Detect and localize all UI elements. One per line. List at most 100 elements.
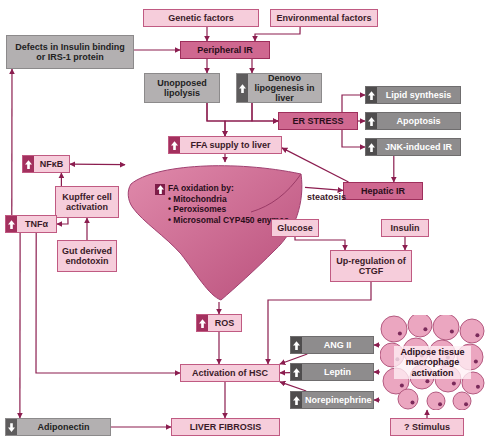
process-box: ROS: [196, 314, 242, 332]
arrow-icon-glyph: [157, 185, 164, 194]
cell-nucleus: [411, 401, 415, 405]
arrow-icon-path: [199, 319, 206, 328]
arrow-icon: [366, 87, 377, 103]
arrow-icon-glyph: [8, 423, 15, 432]
arrow-icon: [6, 419, 17, 435]
process-box: ? Stimulus: [390, 418, 464, 436]
text-column: Activation of HSC: [181, 365, 279, 381]
connector: [393, 156, 394, 182]
cell-nucleus: [476, 385, 480, 389]
fat-cell: [398, 389, 418, 409]
arrow-icon-path: [157, 185, 164, 194]
process-box: FFA supply to liver: [168, 136, 282, 154]
process-box: Activation of HSC: [180, 364, 280, 382]
connector: [19, 233, 20, 418]
process-box: Genetic factors: [143, 9, 259, 27]
arrow-icon-path: [368, 91, 375, 100]
arrow-icon: [366, 139, 377, 155]
node-text: Kupffer cell activation: [59, 192, 115, 212]
connector: [251, 59, 252, 73]
connector: [342, 95, 365, 112]
node-text: Gut derived endotoxin: [61, 246, 113, 266]
connector: [255, 27, 300, 41]
text-column: Up-regulation of CTGF: [331, 251, 411, 281]
process-box: Insulin: [381, 219, 429, 237]
connector: [374, 344, 380, 345]
connector: [404, 237, 405, 250]
connector: [305, 187, 343, 190]
fat-cell: [453, 392, 471, 410]
arrow-icon-glyph: [368, 117, 375, 126]
connector: [252, 103, 278, 121]
connector: [342, 130, 365, 147]
node-text: Environmental factors: [276, 13, 371, 23]
arrow-icon: [6, 216, 17, 232]
arrow-icon: [291, 337, 302, 353]
edge-label: steatosis: [307, 192, 346, 202]
fat-cell: [408, 315, 432, 337]
node-text: Activation of HSC: [192, 368, 268, 378]
process-box: Norepinephrine: [290, 391, 374, 409]
node-text: Glucose: [277, 223, 313, 233]
process-box: Unopposed lipolysis: [144, 73, 220, 103]
text-column: Norepinephrine: [302, 392, 375, 408]
process-box: Leptin: [290, 363, 374, 381]
node-text: Insulin: [391, 223, 420, 233]
node-text: Adipose tissue macrophage activation: [394, 346, 471, 378]
arrow-icon-path: [8, 423, 15, 432]
connector: [61, 173, 62, 186]
node-text: ER STRESS: [292, 116, 343, 126]
connector: [57, 218, 68, 224]
connector: [134, 49, 180, 50]
arrow-icon-glyph: [293, 396, 300, 405]
process-box: TNFα: [5, 215, 57, 233]
text-column: Adipose tissue macrophage activation: [380, 315, 485, 410]
text-column: Apoptosis: [377, 113, 460, 129]
connector: [374, 399, 380, 400]
arrow-icon-glyph: [293, 368, 300, 377]
node-text: Leptin: [324, 367, 351, 377]
connector: [280, 382, 306, 391]
process-box: Gut derived endotoxin: [57, 240, 117, 272]
arrow-icon: [23, 156, 34, 172]
text-column: Glucose: [272, 220, 318, 236]
arrow-icon-glyph: [293, 341, 300, 350]
arrow-icon: [366, 113, 377, 129]
process-box: LIVER FIBROSIS: [171, 418, 280, 436]
arrow-icon-glyph: [368, 143, 375, 152]
node-text: ROS: [215, 318, 235, 328]
process-box: Kupffer cell activation: [55, 186, 119, 218]
text-column: ER STRESS: [279, 113, 357, 129]
node-text: Genetic factors: [168, 13, 234, 23]
process-box: Peripheral IR: [180, 41, 270, 59]
process-box: Up-regulation of CTGF: [330, 250, 412, 282]
node-text: Apoptosis: [397, 116, 441, 126]
text-column: Defects in Insulin binding or IRS-1 prot…: [7, 36, 133, 68]
fat-cell: [460, 319, 484, 343]
node-text: Unopposed lipolysis: [148, 78, 216, 98]
text-column: TNFα: [17, 216, 56, 232]
process-box: Adiponectin: [5, 418, 111, 436]
process-box: Defects in Insulin binding or IRS-1 prot…: [6, 35, 134, 69]
arrow-icon: [169, 137, 180, 153]
node-text: Defects in Insulin binding or IRS-1 prot…: [10, 42, 130, 62]
connector: [225, 103, 252, 136]
process-box: ANG II: [290, 336, 374, 354]
node-text: Hepatic IR: [361, 186, 405, 196]
cell-nucleus: [398, 332, 402, 336]
node-text: FA oxidation by:: [168, 184, 234, 194]
liver-lobe-line: [251, 174, 301, 212]
arrow-icon-path: [8, 220, 15, 229]
cell-nucleus: [464, 402, 468, 406]
arrow-icon-path: [25, 160, 32, 169]
arrow-icon-glyph: [8, 220, 15, 229]
connector: [224, 154, 225, 162]
cell-nucleus: [450, 330, 454, 334]
arrow-icon-path: [239, 84, 246, 93]
connector: [206, 59, 207, 73]
fat-cell: [433, 315, 459, 340]
cell-nucleus: [425, 379, 429, 383]
text-column: JNK-induced IR: [377, 139, 460, 155]
text-column: Lipid synthesis: [377, 87, 460, 103]
